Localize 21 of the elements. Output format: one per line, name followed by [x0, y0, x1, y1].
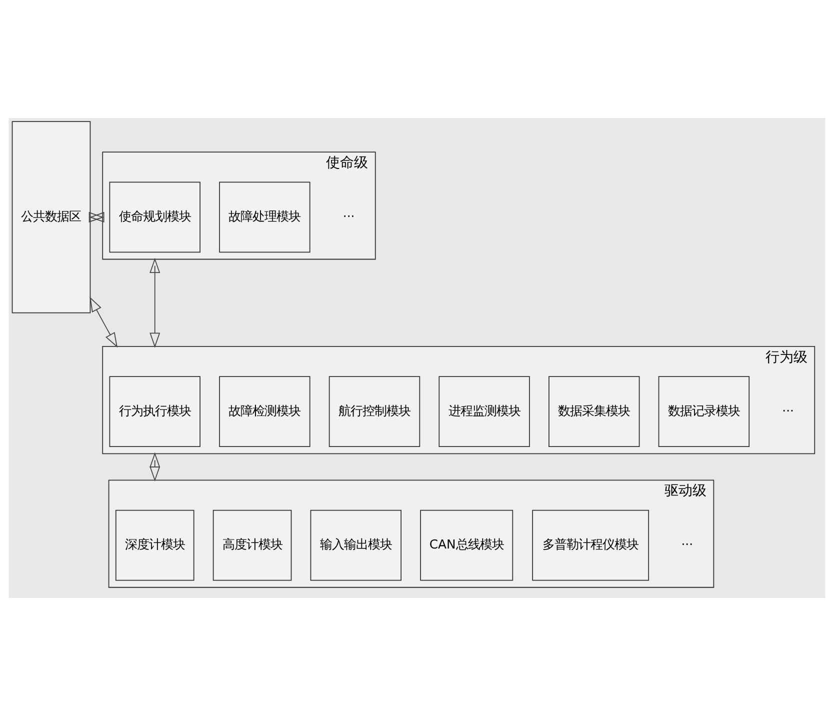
node-box: 数据采集模块: [548, 376, 640, 446]
label: ···: [782, 402, 794, 418]
node-box: 航行控制模块: [328, 376, 420, 446]
node-box: 故障检测模块: [219, 376, 310, 446]
arrow: [88, 211, 104, 222]
node-box: 进程监测模块: [438, 376, 530, 446]
arrow: [90, 296, 118, 348]
node-box: 深度计模块: [115, 509, 194, 580]
node-box: 行为执行模块: [109, 376, 200, 446]
arrow: [150, 452, 160, 482]
node-box: 数据记录模块: [658, 376, 750, 446]
node-box: 故障处理模块: [219, 181, 310, 252]
node-box: 使命规划模块: [109, 181, 200, 252]
node-box: CAN总线模块: [420, 509, 514, 580]
node-box: 公共数据区: [12, 120, 91, 313]
node-box: 多普勒计程仪模块: [532, 509, 650, 580]
node-box: 高度计模块: [212, 509, 292, 580]
arrow: [150, 257, 160, 348]
label: ···: [342, 208, 355, 223]
label: ···: [681, 536, 694, 552]
node-box: 输入输出模块: [310, 509, 402, 580]
